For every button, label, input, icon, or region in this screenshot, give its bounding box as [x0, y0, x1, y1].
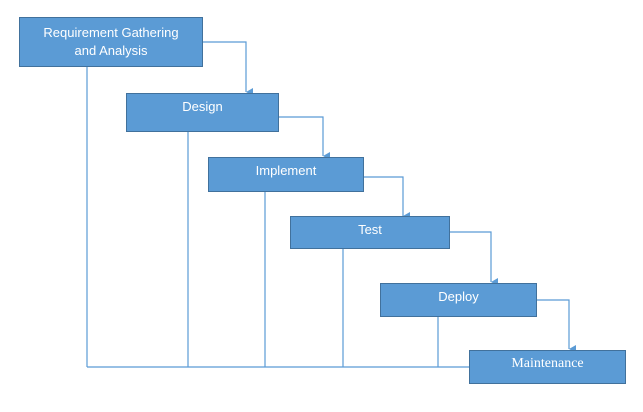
stage-requirements: Requirement Gathering and Analysis — [19, 17, 203, 67]
arrow-design-to-implement — [279, 116, 330, 160]
stage-label: Test — [358, 222, 382, 237]
arrow-implement-to-test — [364, 176, 410, 220]
stage-label: Design — [182, 99, 223, 114]
stage-test: Test — [290, 216, 450, 249]
arrow-test-to-deploy — [450, 231, 498, 286]
stage-label: Requirement Gathering and Analysis — [43, 25, 179, 58]
stage-label: Deploy — [438, 289, 479, 304]
stage-implement: Implement — [208, 157, 364, 192]
stage-deploy: Deploy — [380, 283, 537, 317]
arrow-requirements-to-design — [203, 41, 253, 96]
stage-label: Implement — [255, 163, 317, 178]
stage-design: Design — [126, 93, 279, 132]
arrow-deploy-to-maintenance — [537, 299, 576, 353]
stage-label: Maintenance — [511, 356, 584, 371]
stage-maintenance: Maintenance — [469, 350, 626, 384]
